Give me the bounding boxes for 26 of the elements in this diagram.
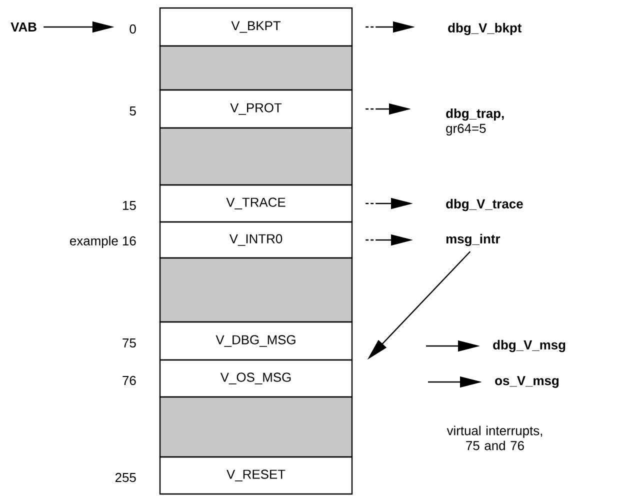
handler-label: VAB bbox=[10, 22, 36, 32]
shaded-band bbox=[159, 257, 353, 323]
handler-label: dbg_V_msg bbox=[493, 340, 566, 352]
row-number: 75 bbox=[122, 338, 136, 348]
handler-label: dbg_trap, gr64=5 bbox=[446, 108, 504, 136]
row-number: 76 bbox=[122, 376, 136, 386]
row-number: 0 bbox=[130, 24, 136, 34]
table-cell: V_DBG_MSG bbox=[159, 321, 353, 361]
row-number: example 16 bbox=[70, 236, 136, 248]
shaded-band bbox=[159, 396, 353, 458]
table-cell: V_OS_MSG bbox=[159, 359, 353, 398]
table-cell: V_RESET bbox=[159, 456, 353, 495]
handler-label: dbg_V_trace bbox=[446, 198, 523, 212]
handler-label: os_V_msg bbox=[495, 376, 558, 388]
handler-label: msg_intr bbox=[446, 234, 500, 246]
handler-label: dbg_V_bkpt bbox=[448, 22, 522, 36]
shaded-band bbox=[159, 45, 353, 91]
table-cell: V_INTR0 bbox=[159, 221, 353, 259]
table-cell: V_BKPT bbox=[159, 7, 353, 47]
table-cell: V_PROT bbox=[159, 89, 353, 129]
note: virtual interrupts, 75 and 76 bbox=[446, 426, 542, 450]
row-number: 5 bbox=[130, 106, 136, 116]
table-cell: V_TRACE bbox=[159, 184, 353, 223]
row-number: 255 bbox=[115, 472, 136, 482]
row-number: 15 bbox=[123, 200, 136, 210]
shaded-band bbox=[159, 127, 353, 186]
